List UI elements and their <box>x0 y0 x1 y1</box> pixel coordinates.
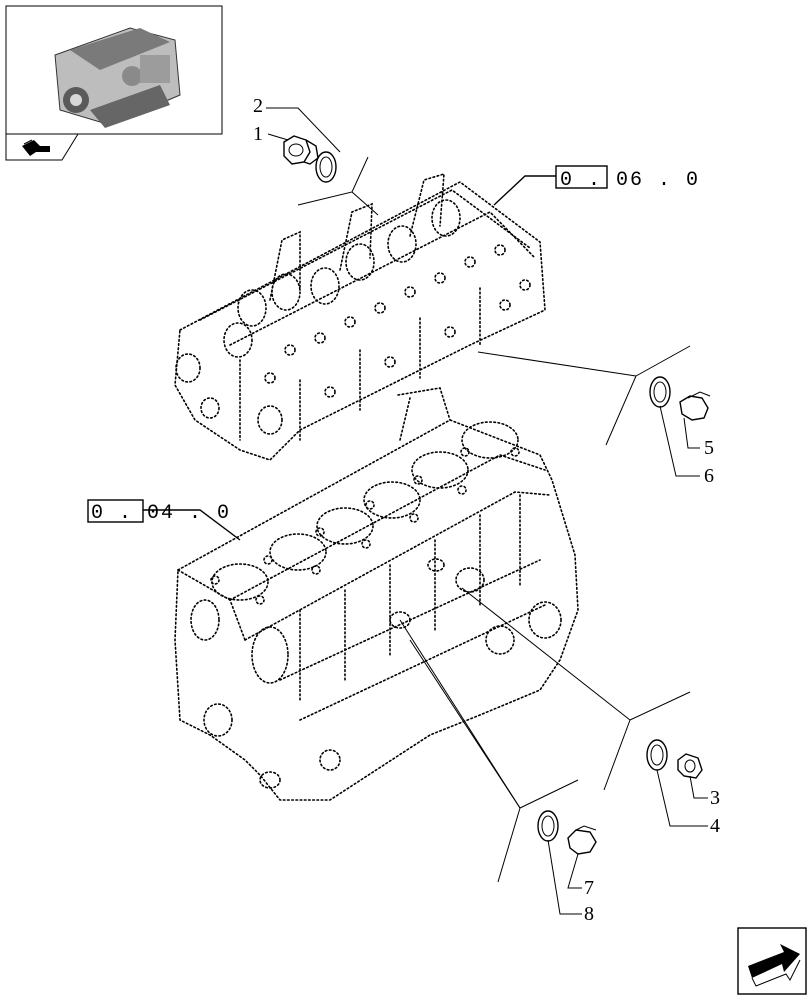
callout-7: 7 <box>584 877 594 899</box>
reference-engine-block[interactable]: 0 . 04 . 0 <box>87 499 241 541</box>
plug-7[interactable] <box>567 825 597 855</box>
washer-6[interactable] <box>649 376 671 408</box>
reference-cylinder-head[interactable]: 0 . 06 . 0 <box>493 165 700 206</box>
washer-8[interactable] <box>537 810 559 842</box>
engine-thumbnail-icon <box>54 27 181 128</box>
washer-2[interactable] <box>315 151 337 183</box>
plug-5[interactable] <box>679 391 711 421</box>
callout-6: 6 <box>704 465 714 487</box>
plug-3[interactable] <box>677 753 703 779</box>
washer-4[interactable] <box>646 739 668 771</box>
callout-1: 1 <box>253 123 263 145</box>
callout-2: 2 <box>253 95 263 117</box>
callout-4: 4 <box>710 815 720 837</box>
callout-3: 3 <box>710 787 720 809</box>
reference-engine-block-label: 0 . 04 . 0 <box>91 502 231 525</box>
callout-8: 8 <box>584 903 594 925</box>
next-page-button[interactable] <box>737 927 807 995</box>
cylinder-head-illustration <box>174 172 546 461</box>
reference-cylinder-head-label: 0 . 06 . 0 <box>560 169 700 192</box>
next-page-arrow-icon <box>748 944 801 987</box>
callout-5: 5 <box>704 437 714 459</box>
plug-1[interactable] <box>283 135 319 165</box>
engine-block-illustration <box>174 387 579 801</box>
thumbnail-tab[interactable] <box>5 133 79 161</box>
back-arrow-icon <box>22 139 50 156</box>
engine-thumbnail[interactable] <box>5 5 223 161</box>
